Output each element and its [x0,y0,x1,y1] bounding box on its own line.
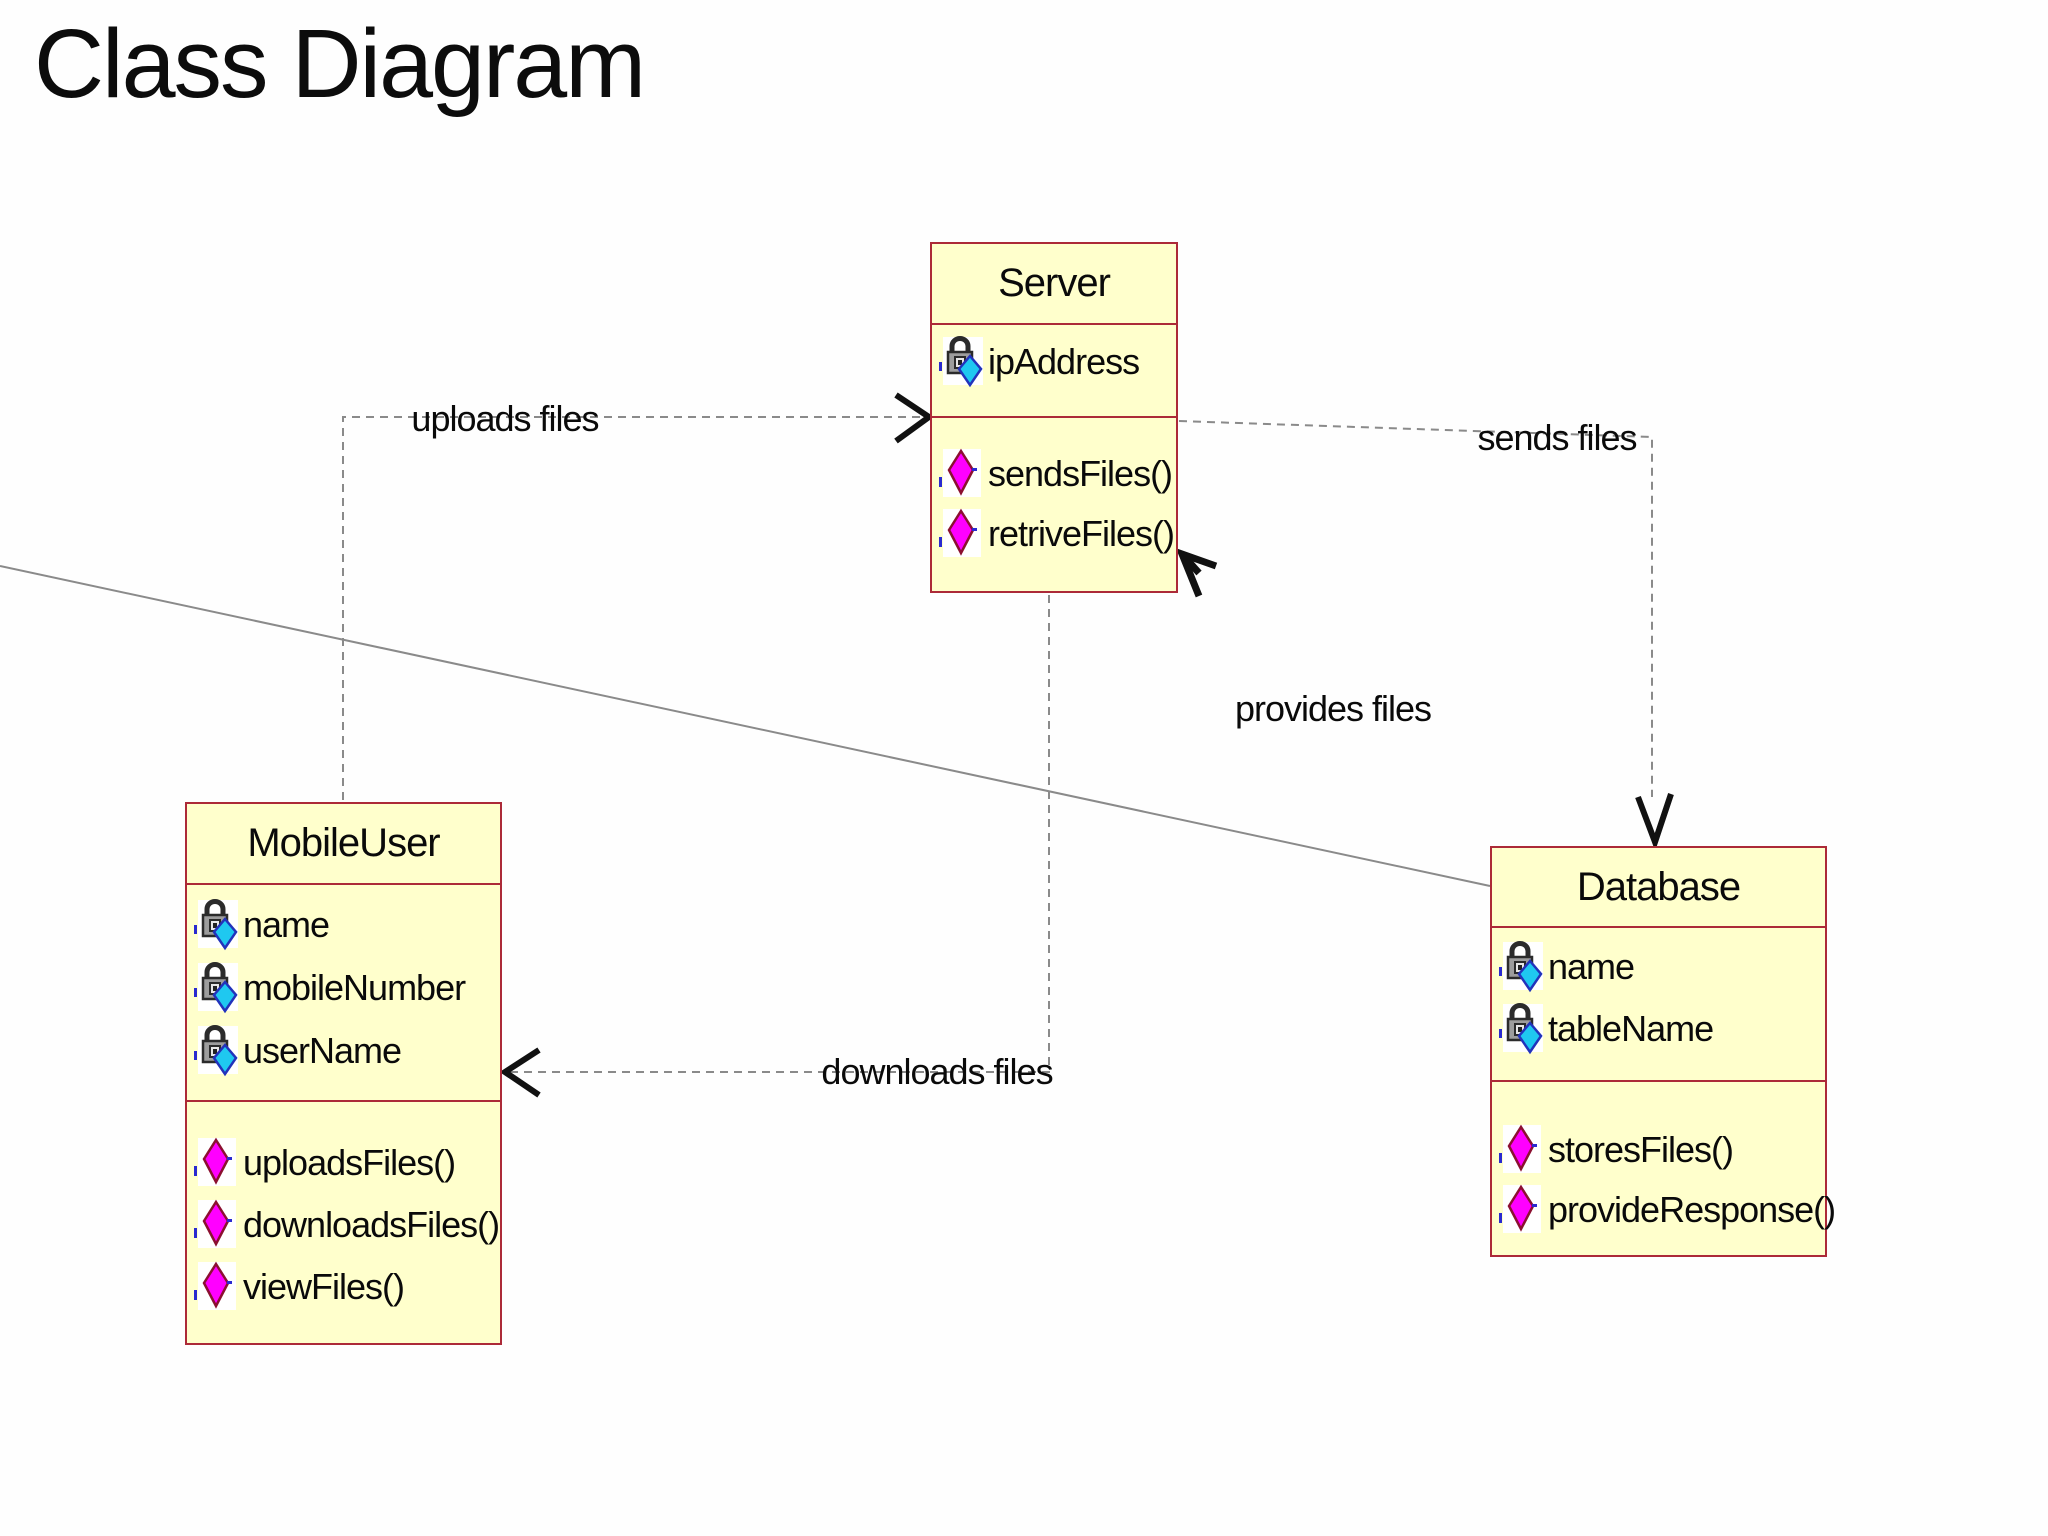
method-label: downloadsFiles() [243,1204,500,1245]
method-diamond-icon [939,508,981,557]
lock-attribute-icon [1499,1003,1543,1055]
method-row[interactable]: retriveFiles() [932,504,1176,564]
method-label: provideResponse() [1548,1189,1836,1230]
relation-label-provides-files: provides files [1234,688,1432,729]
arrowhead-into-server-right [1175,548,1218,598]
attribute-row[interactable]: userName [187,1019,500,1082]
lock-attribute-icon [194,898,238,950]
method-label: storesFiles() [1548,1129,1734,1170]
class-name-mobileuser: MobileUser [247,821,440,865]
class-name-server: Server [998,261,1111,305]
page-title: Class Diagram [34,9,646,118]
mobileuser-attributes-section: name mobileNumber [187,883,500,1100]
lock-attribute-icon [194,961,238,1013]
attribute-row[interactable]: tableName [1492,998,1825,1060]
attribute-row[interactable]: ipAddress [932,331,1176,393]
attribute-row[interactable]: name [1492,936,1825,998]
relation-label-sends-files: sends files [1477,417,1637,458]
mobileuser-methods-section: uploadsFiles() downloadsFiles() viewFile… [187,1100,500,1343]
class-name-database: Database [1576,864,1741,909]
attribute-label: name [1548,946,1635,987]
arrowhead-into-database-top [1635,793,1674,851]
method-diamond-icon [1499,1124,1541,1173]
method-diamond-icon [194,1137,236,1186]
lock-attribute-icon [939,336,983,388]
server-attributes-section: ipAddress [932,323,1176,416]
attribute-row[interactable]: name [187,893,500,956]
method-row[interactable]: uploadsFiles() [187,1132,500,1194]
connector-sends-files [1178,420,1653,797]
method-diamond-icon [194,1199,236,1248]
relation-label-downloads-files: downloads files [821,1051,1053,1092]
connector-downloads-files [508,595,1050,1073]
connector-uploads-files [342,416,925,800]
class-box-server[interactable]: Server ipAddress sendsFiles() [930,242,1178,593]
attribute-label: userName [243,1029,402,1071]
method-diamond-icon [939,448,981,497]
database-attributes-section: name tableName [1492,926,1825,1080]
method-row[interactable]: storesFiles() [1492,1120,1825,1180]
method-row[interactable]: provideResponse() [1492,1180,1836,1240]
attribute-label: name [243,903,330,945]
lock-attribute-icon [1499,941,1543,993]
method-diamond-icon [1499,1184,1541,1233]
attribute-label: ipAddress [988,341,1140,382]
method-label: uploadsFiles() [243,1142,456,1183]
method-label: viewFiles() [243,1266,405,1307]
class-box-mobileuser[interactable]: MobileUser name [185,802,502,1345]
arrowhead-into-server-left [894,392,935,444]
arrowhead-into-mobileuser-right [499,1047,541,1098]
method-row[interactable]: sendsFiles() [932,444,1176,504]
attribute-row[interactable]: mobileNumber [187,956,500,1019]
relation-label-uploads-files: uploads files [411,398,599,439]
attribute-label: tableName [1548,1008,1714,1049]
method-row[interactable]: viewFiles() [187,1256,500,1318]
method-label: sendsFiles() [988,453,1173,494]
method-diamond-icon [194,1261,236,1310]
class-box-database[interactable]: Database name ta [1490,846,1836,1257]
method-label: retriveFiles() [988,513,1175,554]
attribute-label: mobileNumber [243,966,466,1008]
lock-attribute-icon [194,1024,238,1076]
server-methods-section: sendsFiles() retriveFiles() [932,416,1176,591]
database-methods-section: storesFiles() provideResponse() [1492,1080,1836,1255]
connector-provides-files [0,565,1491,887]
method-row[interactable]: downloadsFiles() [187,1194,500,1256]
